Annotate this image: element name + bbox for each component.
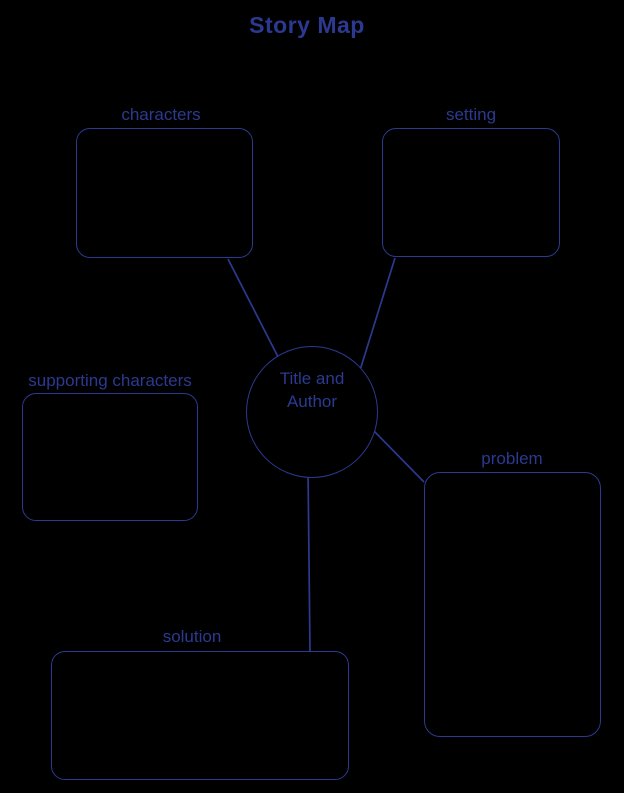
label-solution: solution bbox=[162, 627, 222, 646]
label-problem: problem bbox=[481, 449, 543, 468]
center-node-title-and-author: Title and Author bbox=[246, 346, 378, 478]
center-node-label: Title and Author bbox=[279, 369, 345, 411]
page-title: Story Map bbox=[249, 12, 365, 38]
label-setting: setting bbox=[445, 105, 497, 124]
box-supporting-characters bbox=[22, 393, 198, 521]
connector-setting bbox=[355, 257, 396, 384]
box-solution bbox=[51, 651, 349, 780]
box-setting bbox=[382, 128, 560, 257]
label-characters: characters bbox=[121, 105, 201, 124]
connector-solution bbox=[307, 467, 311, 652]
box-problem bbox=[424, 472, 601, 737]
connector-problem bbox=[369, 426, 425, 483]
label-supporting-characters: supporting characters bbox=[28, 371, 192, 390]
box-characters bbox=[76, 128, 253, 258]
